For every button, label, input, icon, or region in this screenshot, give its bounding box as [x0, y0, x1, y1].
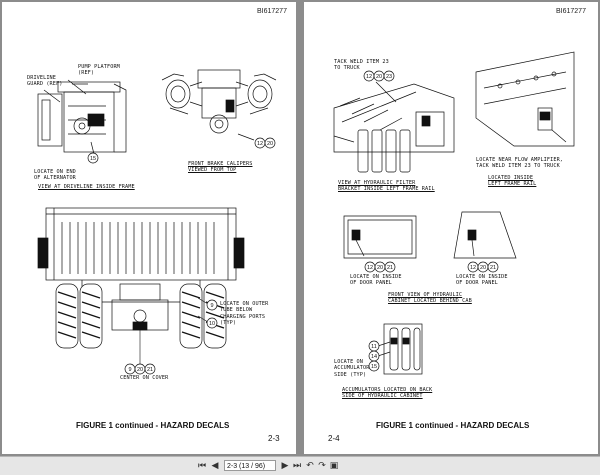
accumulator-label: LOCATE ON ACCUMULATOR SIDE (TYP)	[334, 359, 370, 378]
tack-weld-label: TACK WELD ITEM 23 TO TRUCK	[334, 59, 389, 72]
cover-label: CENTER ON COVER	[120, 375, 169, 381]
callout-9-10-tube	[197, 297, 209, 323]
door-left-label: LOCATE ON INSIDE OF DOOR PANEL	[350, 274, 402, 287]
svg-text:23: 23	[386, 74, 392, 80]
door-right-label: LOCATE ON INSIDE OF DOOR PANEL	[456, 274, 508, 287]
svg-text:12: 12	[257, 141, 263, 147]
callout-15: 15	[87, 152, 99, 164]
right-page: BI617277 12 20 23	[304, 2, 598, 454]
accumulators-caption: ACCUMULATORS LOCATED ON BACK SIDE OF HYD…	[342, 387, 433, 400]
pump-platform-label: PUMP PLATFORM (REF)	[78, 64, 120, 77]
forward-icon[interactable]: ↷	[318, 461, 326, 471]
cabinet-caption: FRONT VIEW OF HYDRAULIC CABINET LOCATED …	[388, 292, 472, 305]
last-page-icon[interactable]: ⏭	[292, 461, 302, 471]
svg-text:20: 20	[377, 265, 383, 271]
right-page-illustrations: 12 20 23 12 20	[333, 51, 575, 375]
figure-title: FIGURE 1 continued - HAZARD DECALS	[376, 421, 530, 430]
svg-text:10: 10	[209, 321, 215, 327]
driveline-drawing	[37, 79, 127, 155]
svg-text:21: 21	[387, 265, 393, 271]
previous-page-icon[interactable]: ◀	[211, 461, 219, 471]
alternator-label: LOCATE ON END OF ALTERNATOR	[34, 169, 76, 182]
front-brake-caption: FRONT BRAKE CALIPERS VIEWED FROM TOP	[188, 161, 253, 174]
back-icon[interactable]: ↶	[306, 461, 314, 471]
cabinet-door-left	[343, 215, 417, 259]
svg-text:14: 14	[371, 354, 377, 360]
front-brake-drawing	[161, 69, 277, 141]
figure-title: FIGURE 1 continued - HAZARD DECALS	[76, 421, 230, 430]
svg-text:12: 12	[470, 265, 476, 271]
accumulators-drawing	[377, 323, 423, 375]
svg-text:9: 9	[210, 303, 213, 309]
hydraulic-filter-drawing	[333, 81, 455, 173]
svg-text:9: 9	[128, 367, 131, 373]
cabinet-door-right	[453, 211, 517, 259]
page-number: 2-3	[268, 434, 280, 443]
driveline-guard-label: DRIVELINE GUARD (REF)	[27, 75, 63, 88]
callout-door-left: 12 20 21	[364, 261, 396, 273]
callout-9-10-circles: 9 10	[206, 299, 218, 329]
callout-number: 15	[90, 156, 96, 162]
callout-12-20-brake: 12 20	[254, 137, 276, 149]
left-page: BI617277 15	[2, 2, 296, 454]
tires	[55, 283, 227, 349]
svg-text:20: 20	[480, 265, 486, 271]
doc-id: BI617277	[556, 8, 586, 15]
callout-12-20-23: 12 20 23	[363, 70, 395, 82]
flow-amplifier-label: LOCATE NEAR FLOW AMPLIFIER, TACK WELD IT…	[476, 157, 564, 170]
hydraulic-filter-caption: VIEW AT HYDRAULIC FILTER BRACKET INSIDE …	[338, 180, 435, 193]
svg-text:21: 21	[147, 367, 153, 373]
frame-rail-drawing	[475, 51, 575, 147]
svg-text:20: 20	[137, 367, 143, 373]
page-number-input[interactable]: 2-3 (13 / 96)	[224, 460, 276, 471]
left-page-illustrations: 15 12 20	[37, 69, 277, 375]
frame-rail-caption: LOCATED INSIDE LEFT FRAME RAIL	[488, 175, 537, 188]
doc-id: BI617277	[257, 8, 287, 15]
svg-text:12: 12	[367, 265, 373, 271]
svg-text:21: 21	[490, 265, 496, 271]
first-page-icon[interactable]: ⏮	[197, 461, 207, 471]
viewer-toolbar: ⏮ ◀ 2-3 (13 / 96) ▶ ⏭ ↶ ↷ ▣	[0, 456, 600, 475]
svg-text:11: 11	[371, 344, 377, 350]
callout-door-right: 12 20 21	[467, 261, 499, 273]
next-page-icon[interactable]: ▶	[281, 461, 289, 471]
callout-9-20-21: 9 20 21	[124, 363, 156, 375]
svg-text:15: 15	[371, 364, 377, 370]
svg-text:12: 12	[366, 74, 372, 80]
driveline-view-caption: VIEW AT DRIVELINE INSIDE FRAME	[38, 184, 135, 190]
svg-text:20: 20	[267, 141, 273, 147]
svg-text:20: 20	[376, 74, 382, 80]
callout-11-14-15: 11 14 15	[368, 340, 380, 372]
print-icon[interactable]: ▣	[329, 461, 339, 471]
outer-tube-label: LOCATE ON OUTER TUBE BELOW CHARGING PORT…	[220, 301, 269, 326]
page-number: 2-4	[328, 434, 340, 443]
